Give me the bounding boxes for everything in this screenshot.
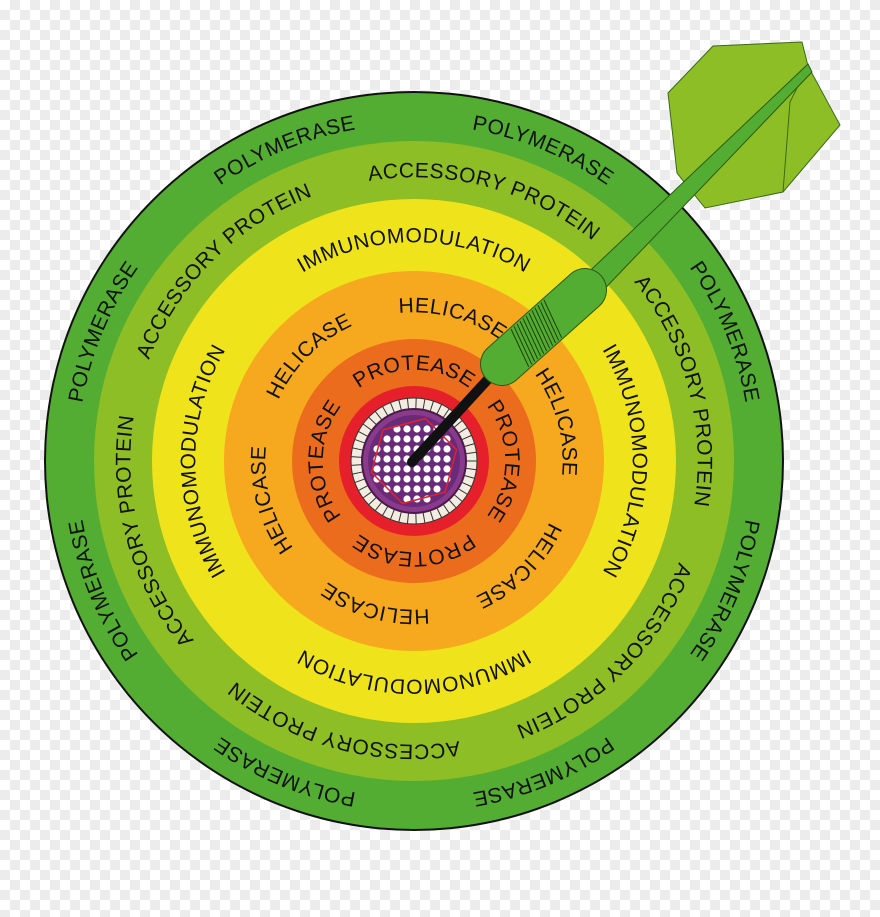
dart-icon [407, 41, 841, 467]
dart-grip-lines [510, 299, 563, 368]
dart-needle [407, 359, 507, 467]
